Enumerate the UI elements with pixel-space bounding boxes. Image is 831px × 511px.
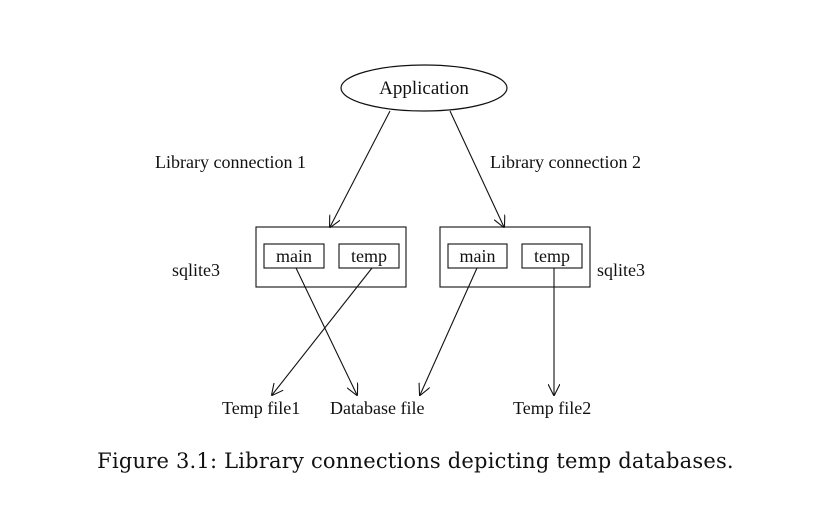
connection1-label: Library connection 1: [155, 152, 306, 172]
application-node: [340, 64, 508, 112]
left-main-box: [263, 243, 325, 269]
sqlite-left-label: sqlite3: [172, 260, 220, 280]
left-temp-label: temp: [351, 246, 387, 266]
sqlite-right-box: [439, 226, 591, 288]
database-file-label: Database file: [330, 398, 424, 418]
figure-caption: Figure 3.1: Library connections depictin…: [97, 449, 734, 473]
right-main-to-database-arrow: [420, 267, 478, 395]
left-temp-to-tempfile1-arrow: [272, 267, 373, 395]
temp-file2-label: Temp file2: [513, 398, 591, 418]
application-label: Application: [379, 78, 469, 99]
right-main-box: [447, 243, 508, 269]
connection1-arrow: [330, 110, 391, 227]
sqlite-right-label: sqlite3: [597, 260, 645, 280]
right-main-label: main: [460, 246, 496, 266]
right-temp-box: [521, 243, 583, 269]
right-temp-label: temp: [534, 246, 570, 266]
sqlite-left-box: [255, 226, 407, 288]
left-temp-box: [338, 243, 400, 269]
connection2-arrow: [449, 110, 504, 227]
temp-file1-label: Temp file1: [222, 398, 300, 418]
left-main-to-database-arrow: [295, 267, 357, 395]
left-main-label: main: [276, 246, 312, 266]
connection2-label: Library connection 2: [490, 152, 641, 172]
